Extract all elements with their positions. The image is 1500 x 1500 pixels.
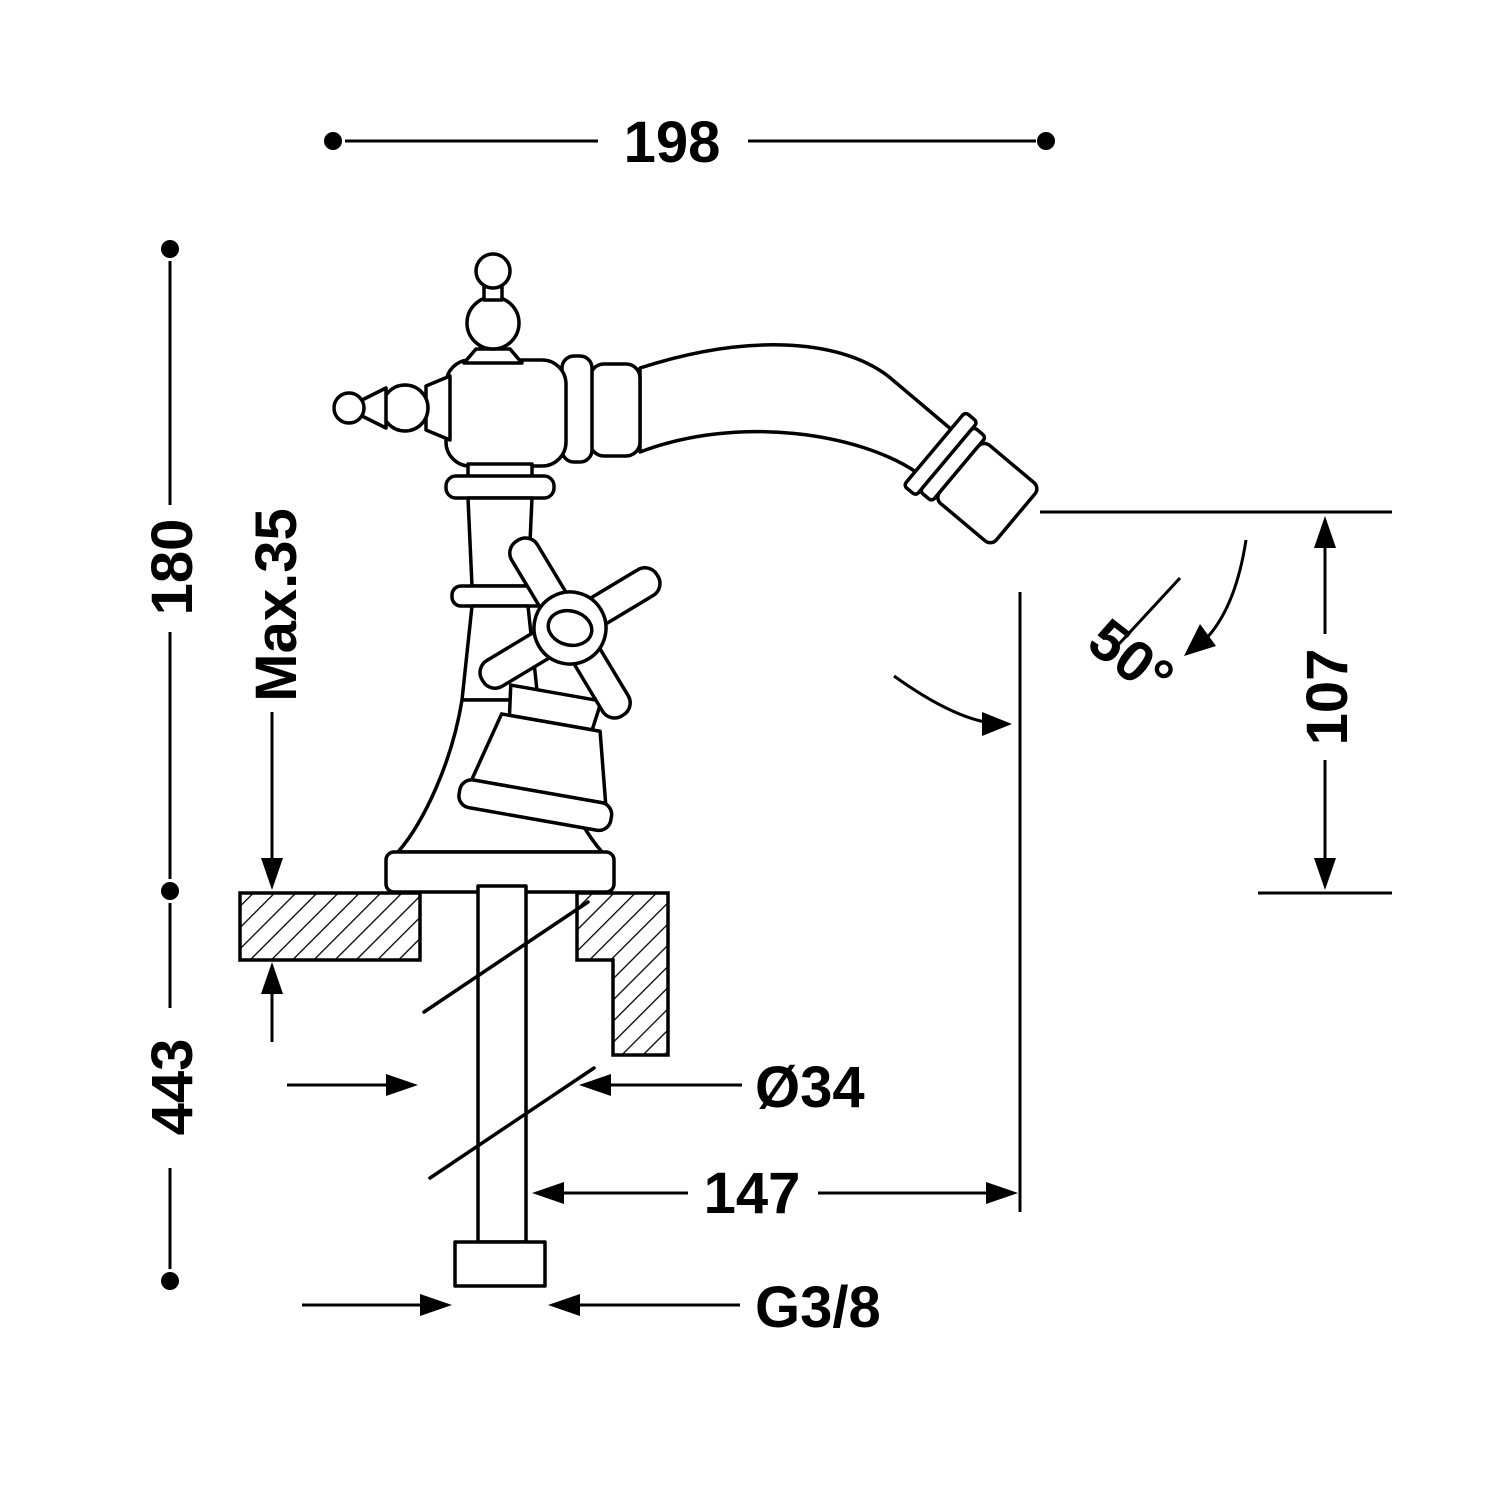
faucet	[332, 252, 1039, 894]
dim-dot	[1037, 132, 1055, 150]
arrow-left	[532, 1182, 564, 1204]
dim-label-max35: Max.35	[244, 508, 309, 701]
arrow-down	[1314, 858, 1336, 890]
arrow-right	[386, 1074, 418, 1096]
arrow-left	[579, 1074, 611, 1096]
dim-angle-50: 50°	[893, 539, 1248, 736]
left-handle	[332, 374, 452, 442]
arrow-down	[261, 858, 283, 890]
arrow-right	[982, 712, 1012, 736]
arrow-right	[420, 1294, 452, 1316]
break-line	[422, 900, 590, 1014]
pipe-nut	[453, 1240, 547, 1288]
supply-pipe	[422, 884, 596, 1288]
dim-max-deck-35: Max.35	[244, 508, 309, 1042]
countertop-section	[238, 891, 670, 1057]
handle-bell	[457, 683, 614, 833]
finial-collar	[462, 347, 524, 365]
arrow-up	[261, 962, 283, 994]
arrow-up	[1314, 516, 1336, 548]
dim-depth-443: 443	[140, 903, 205, 1290]
dim-label-147: 147	[704, 1161, 801, 1226]
dim-label-198: 198	[624, 110, 721, 175]
dim-height-180: 180	[140, 240, 205, 900]
dim-label-50deg: 50°	[1076, 606, 1185, 711]
counter-slab-right	[575, 891, 670, 1057]
dim-dot	[161, 1272, 179, 1290]
dim-height-107: 107	[1040, 510, 1392, 895]
dim-dot	[161, 882, 179, 900]
dim-label-180: 180	[140, 519, 205, 616]
dim-hole-diameter-34: Ø34	[287, 1055, 865, 1120]
arrow-left	[548, 1294, 580, 1316]
dim-label-g38: G3/8	[755, 1275, 881, 1340]
finial-knob	[474, 252, 512, 290]
arrow-right	[986, 1182, 1018, 1204]
cross-handle	[478, 536, 662, 720]
counter-slab-left	[238, 891, 422, 962]
spout-collar-outer	[588, 362, 642, 458]
faucet-body	[444, 358, 568, 468]
handle-hub-dome	[546, 608, 594, 648]
dim-dot	[161, 240, 179, 258]
angle-reference-line	[1104, 576, 1182, 660]
aerator	[903, 411, 1039, 545]
pipe-body	[476, 884, 528, 1244]
dim-reach-147: 147	[532, 592, 1022, 1226]
dim-thread-g38: G3/8	[302, 1275, 881, 1340]
dim-label-107: 107	[1295, 649, 1360, 746]
finial-ball	[465, 295, 521, 351]
dim-label-443: 443	[140, 1039, 205, 1136]
column-collar-upper	[444, 474, 556, 500]
arrow-down-left	[1184, 624, 1216, 656]
spout	[638, 343, 954, 474]
dim-width-198: 198	[324, 110, 1055, 175]
break-line	[428, 1066, 596, 1180]
dim-label-dia34: Ø34	[755, 1055, 865, 1120]
dim-dot	[324, 132, 342, 150]
